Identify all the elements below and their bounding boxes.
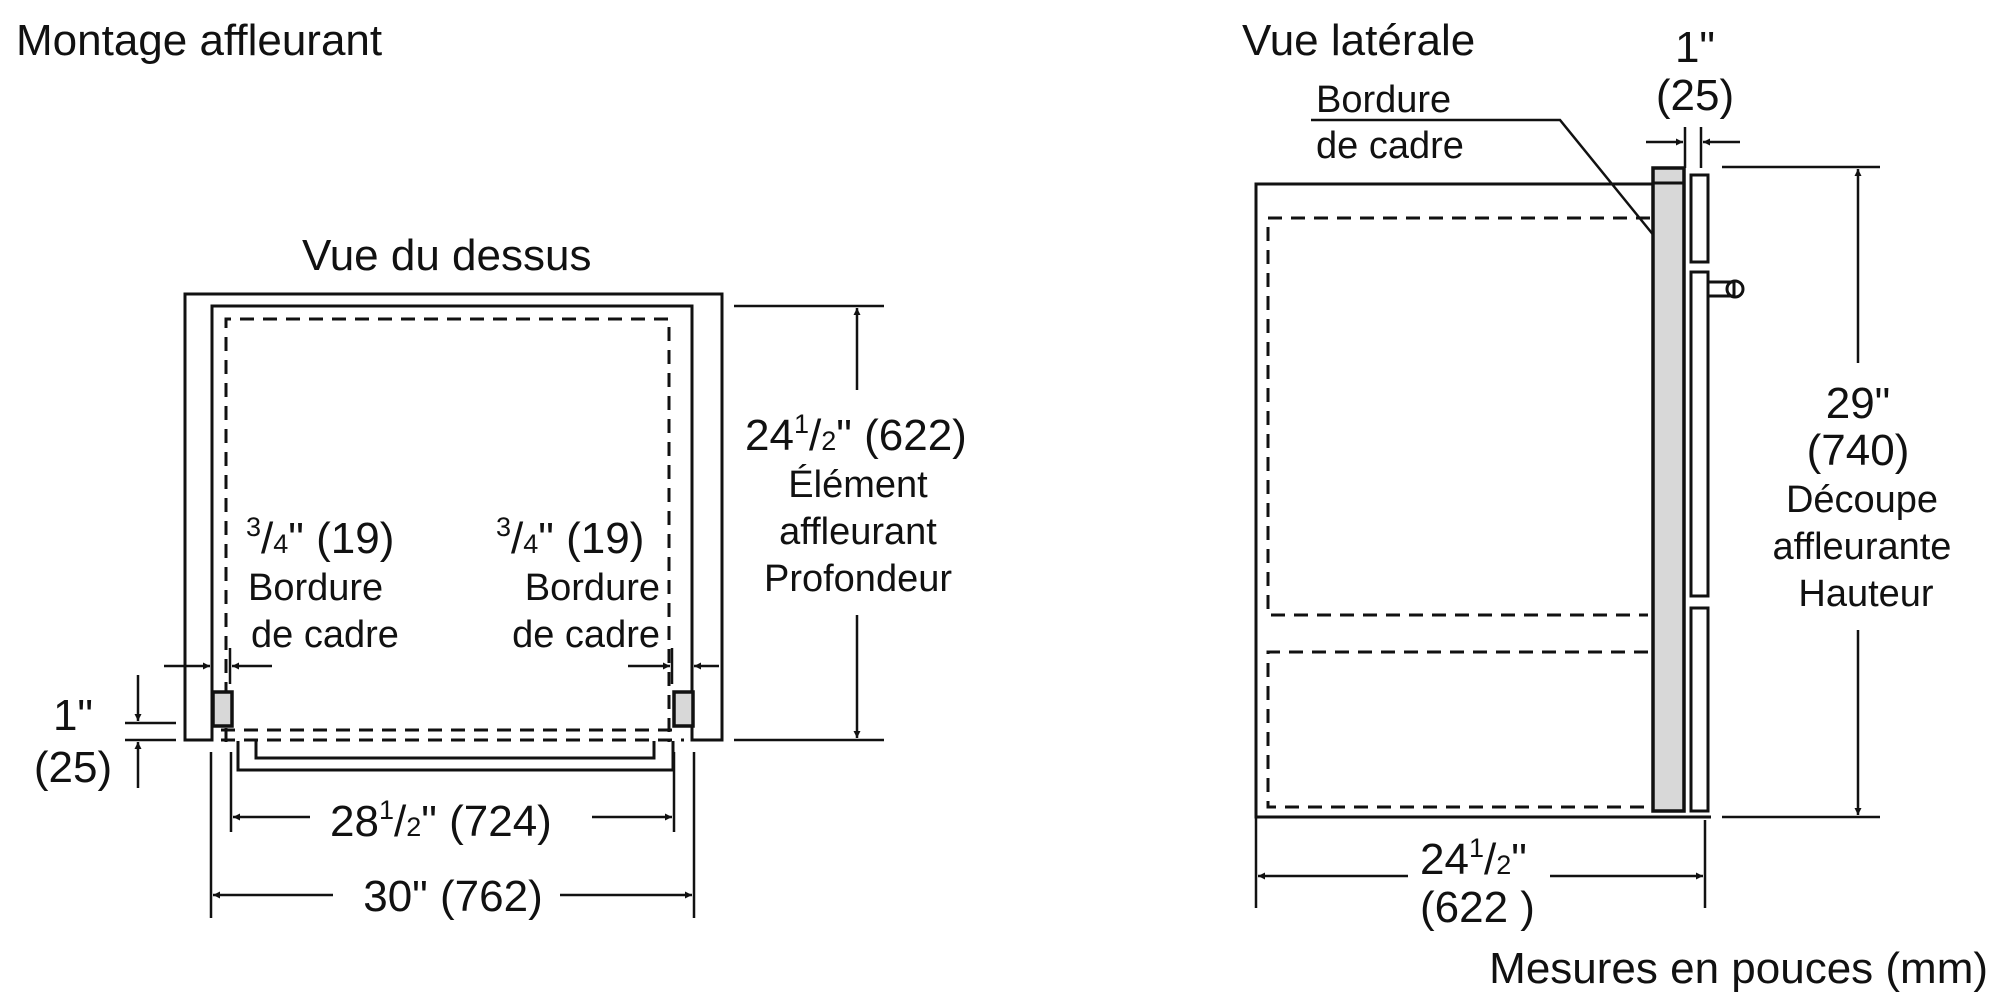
cabinet-outline xyxy=(183,292,724,742)
depth-note-line-2: affleurant xyxy=(779,511,937,553)
appliance-front-dashed xyxy=(221,728,684,742)
diagram-title: Montage affleurant xyxy=(16,16,382,65)
door-panel-middle xyxy=(1689,270,1710,598)
side-trim-dim-mm: (25) xyxy=(1656,71,1734,120)
side-trim-strip xyxy=(1651,166,1686,813)
offset-dim-inch: 1" xyxy=(53,691,93,740)
height-note-line-3: Hauteur xyxy=(1798,573,1934,615)
door-handle xyxy=(236,741,675,772)
side-depth-dim-mm: (622 ) xyxy=(1420,883,1535,932)
left-trim-dim-label: 3/4" (19) xyxy=(246,512,394,563)
depth-dim-label: 241/2" (622) xyxy=(745,409,967,460)
side-depth-dim-inch: 241/2" xyxy=(1420,833,1527,884)
door-panel-top xyxy=(1689,173,1710,264)
left-trim-block xyxy=(211,690,234,728)
side-door-handle xyxy=(1706,280,1736,298)
side-appliance-upper-dashed xyxy=(1266,216,1650,617)
offset-dim-mm: (25) xyxy=(34,743,112,792)
side-callout-line-2: de cadre xyxy=(1316,125,1464,167)
side-view-title: Vue latérale xyxy=(1242,16,1475,65)
top-view: Vue du dessus 241/2" (622) Élément affle… xyxy=(34,231,967,921)
depth-note-line-3: Profondeur xyxy=(764,558,952,600)
height-note-line-2: affleurante xyxy=(1773,526,1952,568)
inner-width-dim-label: 281/2" (724) xyxy=(330,795,552,846)
left-trim-note-line-2: de cadre xyxy=(251,614,399,656)
side-callout-line-1: Bordure xyxy=(1316,79,1451,121)
side-trim-dim-inch: 1" xyxy=(1675,23,1715,72)
outer-width-dim-label: 30" (762) xyxy=(363,872,543,921)
right-trim-dim-label: 3/4" (19) xyxy=(496,512,644,563)
right-trim-note-line-1: Bordure xyxy=(525,567,660,609)
right-trim-block xyxy=(672,690,695,728)
units-note: Mesures en pouces (mm) xyxy=(1489,944,1988,993)
callout-leader-line xyxy=(1311,118,1669,254)
depth-note-line-1: Élément xyxy=(788,463,928,506)
side-view: Vue latérale Bordure de cadre 1" (25) xyxy=(1242,16,1951,932)
height-note-line-1: Découpe xyxy=(1786,479,1938,521)
door-panel-bottom xyxy=(1689,606,1710,813)
side-cabinet-outline xyxy=(1254,182,1711,819)
height-dim-inch: 29" xyxy=(1826,379,1891,428)
right-trim-note-line-2: de cadre xyxy=(512,614,660,656)
height-dim-mm: (740) xyxy=(1807,426,1910,475)
side-door-handle-knob xyxy=(1725,279,1745,299)
side-appliance-lower-dashed xyxy=(1266,650,1650,809)
top-view-title: Vue du dessus xyxy=(302,231,591,280)
left-trim-note-line-1: Bordure xyxy=(248,567,383,609)
appliance-outline-dashed xyxy=(224,317,671,742)
